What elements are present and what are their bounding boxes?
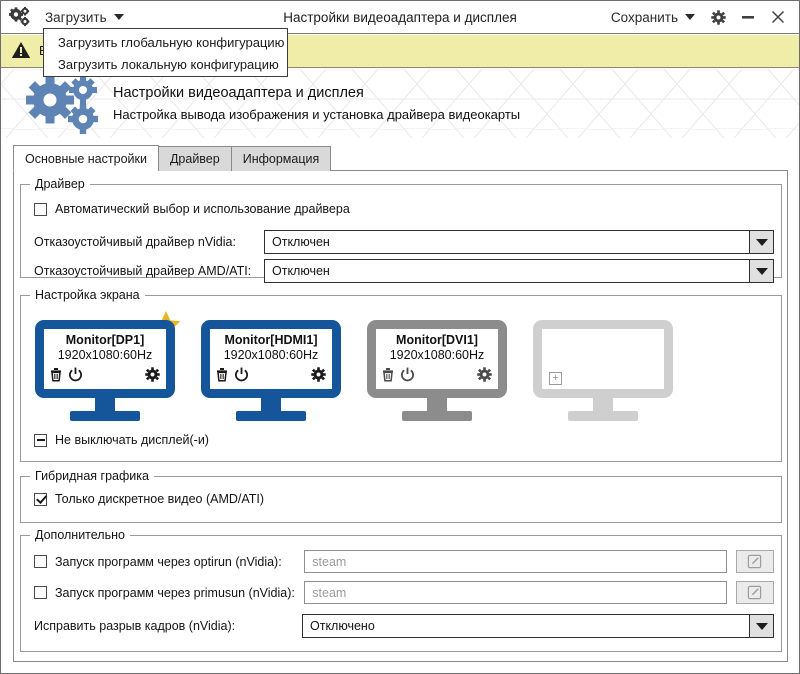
group-extra-legend: Дополнительно <box>30 528 130 542</box>
discrete-only-checkbox[interactable] <box>34 492 47 506</box>
monitor-resolution: 1920x1080:60Hz <box>57 348 153 362</box>
optirun-checkbox[interactable] <box>34 555 47 568</box>
tab-information[interactable]: Информация <box>230 146 332 171</box>
auto-driver-label: Автоматический выбор и использование дра… <box>55 202 350 216</box>
tearfix-combobox[interactable]: Отключено <box>302 614 774 638</box>
power-icon[interactable] <box>68 367 83 387</box>
group-extra: Дополнительно Запуск программ через opti… <box>20 528 782 652</box>
hexagon-pattern-background <box>1 69 799 138</box>
gear-icon[interactable] <box>477 367 492 387</box>
amd-fallback-row: Отказоустойчивый драйвер AMD/ATI: Отключ… <box>34 259 774 283</box>
title-bar-controls: Сохранить <box>603 3 799 31</box>
monitor-actions <box>381 367 492 387</box>
monitor-resolution: 1920x1080:60Hz <box>389 348 485 362</box>
gear-icon[interactable] <box>145 367 160 387</box>
tearfix-row: Исправить разрыв кадров (nVidia): Отключ… <box>34 614 774 638</box>
auto-driver-checkbox[interactable] <box>34 202 47 216</box>
trash-icon[interactable] <box>49 367 63 387</box>
group-screen-legend: Настройка экрана <box>30 288 145 302</box>
tearfix-label: Исправить разрыв кадров (nVidia): <box>34 619 236 633</box>
optirun-label: Запуск программ через optirun (nVidia): <box>55 554 282 569</box>
menu-item-local-config[interactable]: Загрузить локальную конфигурацию <box>58 57 279 72</box>
banner-title: Настройки видеоадаптера и дисплея <box>113 85 364 101</box>
tab-strip: Основные настройки Драйвер Информация <box>13 145 788 171</box>
amd-fallback-value: Отключен <box>272 264 330 278</box>
chevron-down-icon <box>113 14 124 20</box>
chevron-down-icon[interactable] <box>749 231 773 253</box>
app-gears-icon <box>1 7 39 27</box>
primusrun-edit-button[interactable] <box>735 581 774 604</box>
trash-icon[interactable] <box>215 367 229 387</box>
chevron-down-icon <box>685 14 695 20</box>
dont-turn-off-displays-checkbox[interactable] <box>34 433 47 447</box>
monitor-name: Monitor[HDMI1] <box>224 333 318 347</box>
close-button[interactable] <box>763 3 793 31</box>
warning-triangle-icon <box>11 41 31 62</box>
discrete-only-label: Только дискретное видео (AMD/ATI) <box>55 492 265 506</box>
save-menu-label: Сохранить <box>610 9 678 25</box>
optirun-input[interactable]: steam <box>304 550 727 573</box>
dont-turn-off-displays-row[interactable]: Не выключать дисплей(-и) <box>34 433 209 447</box>
menu-item-global-config[interactable]: Загрузить глобальную конфигурацию <box>58 35 285 50</box>
chevron-down-icon[interactable] <box>749 260 773 282</box>
monitor-resolution: 1920x1080:60Hz <box>223 348 319 362</box>
dont-turn-off-displays-label: Не выключать дисплей(-и) <box>55 433 209 447</box>
monitor-list: Monitor[DP1] 1920x1080:60Hz <box>35 311 673 421</box>
plus-icon[interactable]: + <box>549 372 562 385</box>
tab-main-settings[interactable]: Основные настройки <box>13 145 159 171</box>
nvidia-fallback-row: Отказоустойчивый драйвер nVidia: Отключе… <box>34 230 774 254</box>
gear-icon[interactable] <box>311 367 326 387</box>
tab-driver[interactable]: Драйвер <box>157 146 232 171</box>
minimize-button[interactable] <box>733 3 763 31</box>
header-banner: Настройки видеоадаптера и дисплея Настро… <box>1 69 799 138</box>
monitor-card-dp1[interactable]: Monitor[DP1] 1920x1080:60Hz <box>35 311 181 421</box>
power-icon[interactable] <box>234 367 249 387</box>
group-screen-setup: Настройка экрана Monitor[DP1] 1920x1080:… <box>20 288 782 462</box>
primusrun-row: Запуск программ через primusun (nVidia):… <box>34 581 774 604</box>
load-menu-label: Загрузить <box>45 9 107 25</box>
trash-icon[interactable] <box>381 367 395 387</box>
nvidia-fallback-value: Отключен <box>272 235 330 249</box>
optirun-edit-button[interactable] <box>735 550 774 573</box>
discrete-only-row[interactable]: Только дискретное видео (AMD/ATI) <box>34 492 264 506</box>
power-icon[interactable] <box>400 367 415 387</box>
monitor-actions <box>49 367 160 387</box>
primusrun-input[interactable]: steam <box>304 581 727 604</box>
tab-content-panel: Драйвер Автоматический выбор и использов… <box>13 170 788 662</box>
save-menu-button[interactable]: Сохранить <box>603 8 703 27</box>
amd-fallback-combobox[interactable]: Отключен <box>264 259 774 283</box>
nvidia-fallback-label: Отказоустойчивый драйвер nVidia: <box>34 235 236 249</box>
tearfix-value: Отключено <box>310 619 375 633</box>
primusrun-label: Запуск программ через primusun (nVidia): <box>55 585 295 600</box>
group-driver-legend: Драйвер <box>30 177 90 191</box>
monitor-card-dvi1[interactable]: Monitor[DVI1] 1920x1080:60Hz <box>367 320 507 421</box>
group-hybrid-legend: Гибридная графика <box>30 469 154 483</box>
chevron-down-icon[interactable] <box>749 615 773 637</box>
monitor-card-hdmi1[interactable]: Monitor[HDMI1] 1920x1080:60Hz <box>201 320 341 421</box>
load-dropdown-menu[interactable]: Загрузить глобальную конфигурацию Загруз… <box>43 28 288 77</box>
group-driver: Драйвер Автоматический выбор и использов… <box>20 177 782 283</box>
amd-fallback-label: Отказоустойчивый драйвер AMD/ATI: <box>34 264 252 278</box>
settings-gear-button[interactable] <box>703 3 733 31</box>
group-hybrid-graphics: Гибридная графика Только дискретное виде… <box>20 469 782 523</box>
banner-subtitle: Настройка вывода изображения и установка… <box>113 107 521 122</box>
banner-gears-icon <box>23 74 101 134</box>
load-menu-button[interactable]: Загрузить <box>39 8 130 27</box>
primusrun-checkbox[interactable] <box>34 586 47 599</box>
monitor-name: Monitor[DVI1] <box>396 333 478 347</box>
monitor-name: Monitor[DP1] <box>65 333 145 347</box>
auto-driver-checkbox-row[interactable]: Автоматический выбор и использование дра… <box>34 202 350 216</box>
monitor-card-add-new[interactable]: + <box>533 320 673 421</box>
monitor-actions <box>215 367 326 387</box>
optirun-row: Запуск программ через optirun (nVidia): … <box>34 550 774 573</box>
nvidia-fallback-combobox[interactable]: Отключен <box>264 230 774 254</box>
